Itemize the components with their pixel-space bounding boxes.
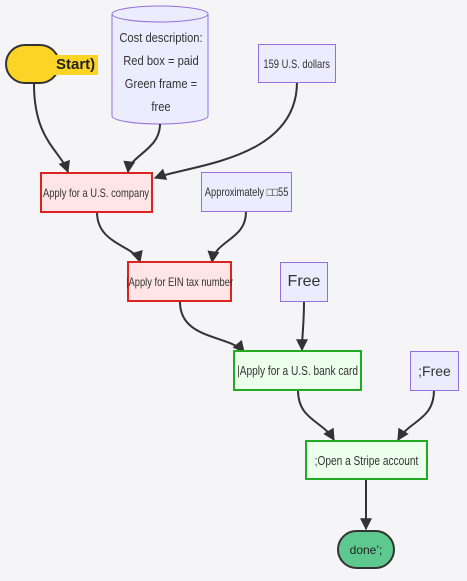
edge-start-to-company xyxy=(33,83,70,174)
cost-description-line2: Green frame = free xyxy=(124,76,198,114)
price-159-label: 159 U.S. dollars xyxy=(263,56,331,71)
apply-ein-node[interactable]: |Apply for EIN tax number xyxy=(125,261,234,302)
cost-description-cylinder xyxy=(111,5,209,125)
start-label: Start) xyxy=(53,55,99,75)
free-1-node[interactable]: Free xyxy=(280,262,328,302)
edge-free2-to-stripe xyxy=(397,389,435,442)
apply-bank-label: |Apply for a U.S. bank card xyxy=(237,363,358,378)
edge-ein-to-bank xyxy=(179,301,245,353)
edge-bank-to-stripe xyxy=(297,389,335,442)
open-stripe-node[interactable]: ;Open a Stripe account xyxy=(305,440,428,480)
apply-ein-label: |Apply for EIN tax number xyxy=(125,274,234,289)
edge-approx-to-ein xyxy=(207,211,247,264)
start-node[interactable]: Start) xyxy=(5,44,99,84)
free-2-label: ;Free xyxy=(418,363,451,379)
free-2-node[interactable]: ;Free xyxy=(410,351,459,391)
apply-company-label: Apply for a U.S. company xyxy=(43,185,150,200)
cost-description-text: Cost description: Red box = paid Green f… xyxy=(112,26,210,118)
apply-company-node[interactable]: Apply for a U.S. company xyxy=(40,172,153,213)
edge-company-to-ein xyxy=(96,211,143,264)
price-159-node[interactable]: 159 U.S. dollars xyxy=(258,44,336,83)
cost-description-title: Cost description: xyxy=(119,30,203,45)
approx-55-label: Approximately □□55 xyxy=(204,185,289,199)
done-node[interactable]: done’; xyxy=(337,530,395,569)
apply-bank-node[interactable]: |Apply for a U.S. bank card xyxy=(233,350,362,391)
approx-55-node[interactable]: Approximately □□55 xyxy=(201,172,292,212)
done-label: done’; xyxy=(349,542,383,557)
open-stripe-label: ;Open a Stripe account xyxy=(314,452,419,468)
edge-free1-to-bank xyxy=(296,301,309,352)
edge-cost-to-company xyxy=(123,123,161,174)
cost-description-line1: Red box = paid xyxy=(123,53,199,68)
edge-159-to-company xyxy=(153,81,298,180)
free-1-label: Free xyxy=(287,273,321,290)
